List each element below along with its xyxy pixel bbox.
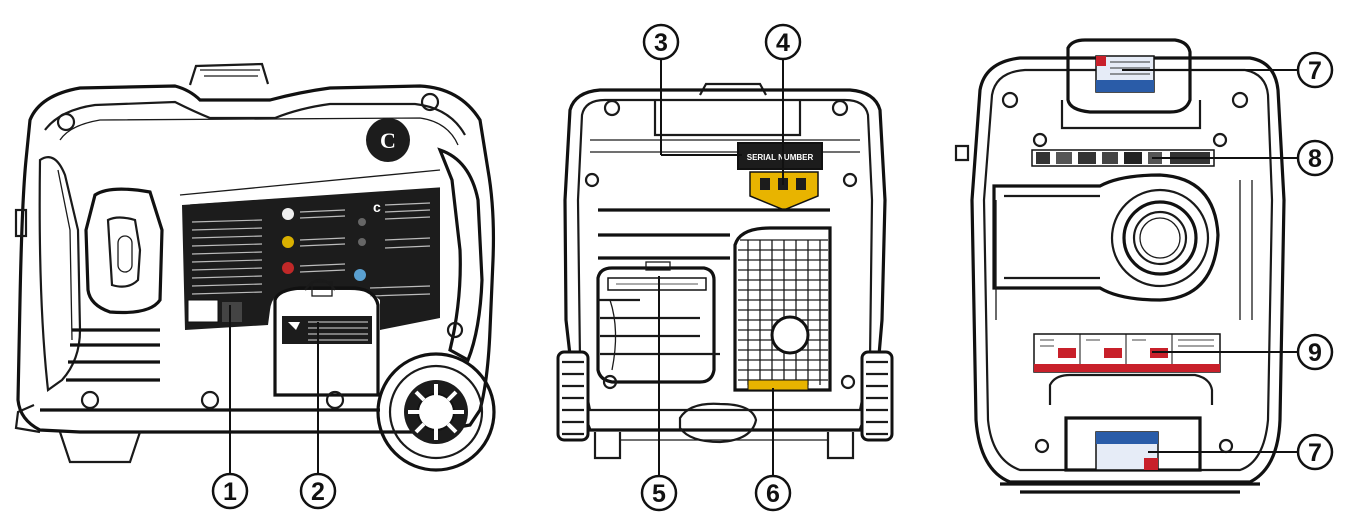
- svg-text:4: 4: [776, 29, 790, 57]
- svg-text:6: 6: [766, 480, 780, 508]
- callout-7-bottom: 7: [1296, 433, 1334, 471]
- generator-body-outline: [16, 84, 496, 434]
- rear-wheels: [556, 350, 894, 442]
- side-view: C c: [14, 62, 496, 472]
- svg-text:5: 5: [652, 480, 666, 508]
- callout-8: 8: [1296, 139, 1334, 177]
- brand-logo-letter: C: [380, 128, 396, 153]
- svg-text:8: 8: [1308, 145, 1322, 173]
- exhaust-grille: [733, 226, 832, 392]
- wheel: [376, 352, 496, 472]
- rear-body-outline: [563, 88, 887, 432]
- top-label-8: [1031, 149, 1215, 167]
- svg-text:7: 7: [1308, 439, 1322, 467]
- callout-5: 5: [640, 474, 678, 512]
- callout-1: 1: [211, 472, 249, 510]
- top-view: [954, 38, 1286, 494]
- svg-text:SERIAL NUMBER: SERIAL NUMBER: [747, 153, 814, 162]
- rear-view: SERIAL NUMBER: [556, 82, 894, 460]
- control-panel: [182, 188, 440, 330]
- top-body-outline: [970, 56, 1286, 484]
- callout-7-top: 7: [1296, 51, 1334, 89]
- oil-label: [282, 316, 372, 344]
- callout-3: 3: [642, 23, 680, 61]
- brand-logo: C: [366, 118, 410, 162]
- svg-text:3: 3: [654, 29, 668, 57]
- callout-4: 4: [764, 23, 802, 61]
- callout-2: 2: [299, 472, 337, 510]
- svg-text:9: 9: [1308, 339, 1322, 367]
- side-label-1: [187, 299, 219, 323]
- svg-text:2: 2: [311, 478, 325, 506]
- oil-access-door: [273, 286, 380, 397]
- panel-brand-mark: c: [373, 199, 381, 215]
- svg-text:1: 1: [223, 478, 237, 506]
- callout-6: 6: [754, 474, 792, 512]
- bottom-label: [747, 379, 809, 391]
- svg-text:7: 7: [1308, 57, 1322, 85]
- callout-leaders: [229, 60, 1298, 476]
- panel-text-block: [191, 202, 431, 297]
- callout-9: 9: [1296, 333, 1334, 371]
- serial-number-label: SERIAL NUMBER: [737, 142, 823, 170]
- fuel-cap: [188, 62, 270, 86]
